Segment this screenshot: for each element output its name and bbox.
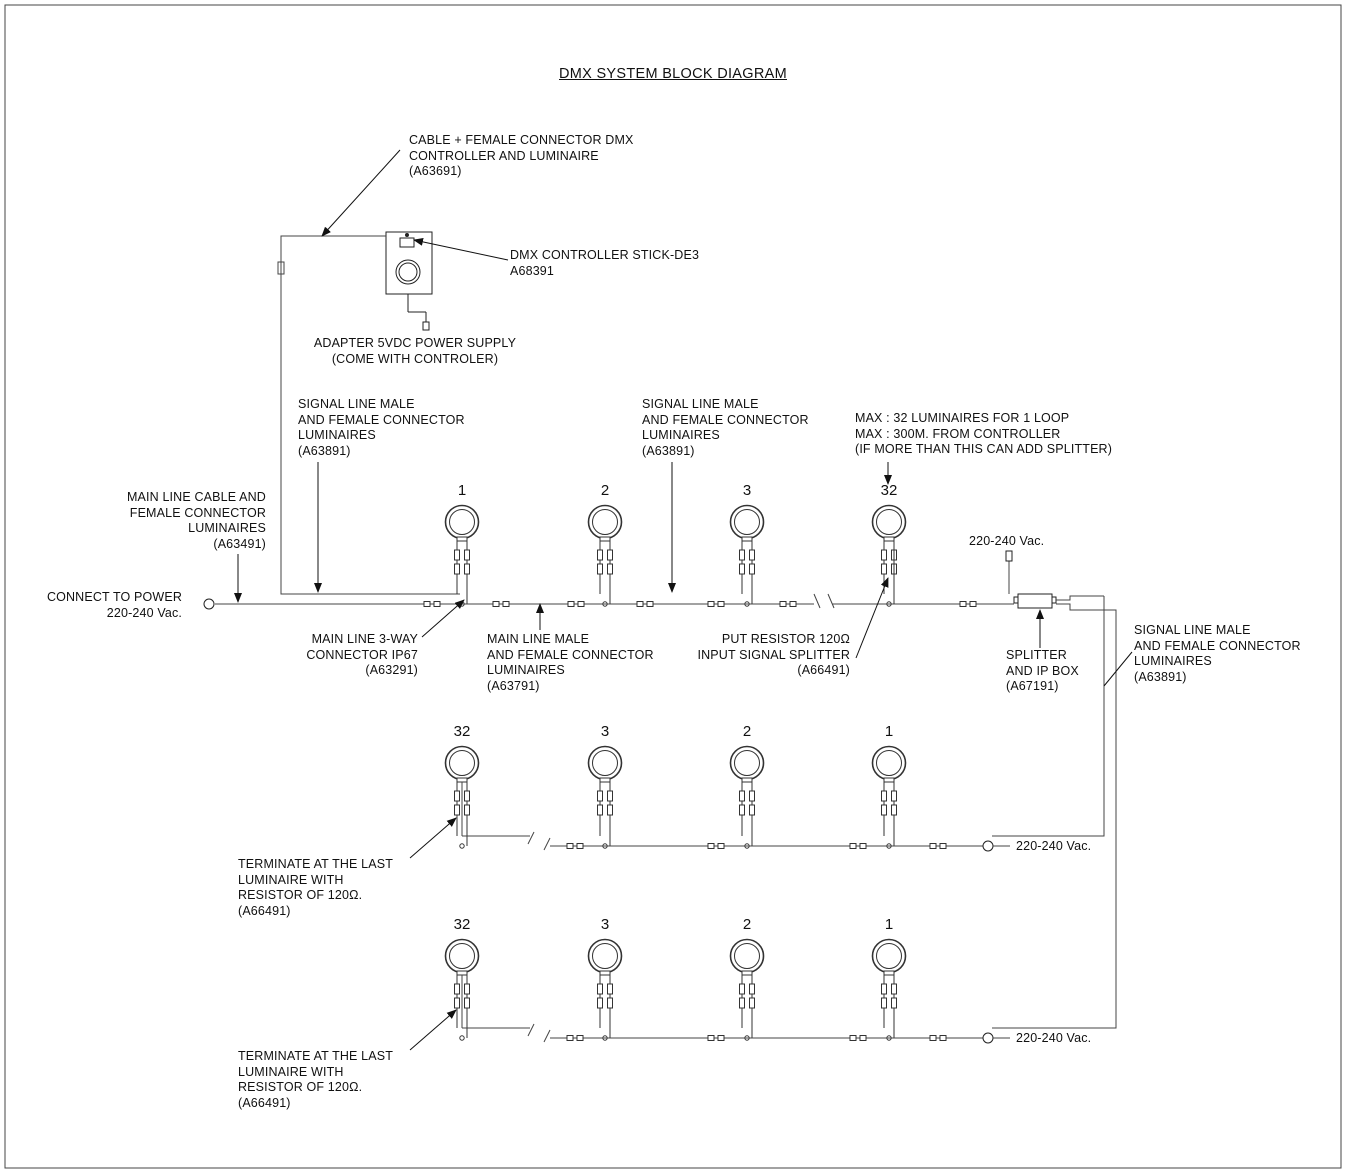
power-nodes: [203, 598, 1010, 1044]
luminaire: [587, 745, 623, 849]
leader-signal-3: [1103, 651, 1133, 687]
luminaire-row: [444, 938, 983, 1043]
luminaire: [444, 504, 480, 607]
controller-cable: [277, 235, 460, 595]
label-row2-power: 220-240 Vac.: [1016, 839, 1092, 853]
luminaire-number: 32: [453, 723, 471, 740]
luminaire: [729, 745, 765, 849]
luminaire: [587, 938, 623, 1041]
luminaire-number: 1: [457, 482, 467, 499]
sheet-border: [4, 4, 1342, 1169]
splitter-box: [1005, 550, 1104, 611]
luminaire: [871, 745, 907, 849]
luminaire-number: 3: [600, 916, 610, 933]
luminaire-number: 2: [742, 916, 752, 933]
label-row3-power: 220-240 Vac.: [1016, 1031, 1092, 1045]
leader-three-way: [421, 599, 465, 638]
luminaire: [729, 938, 765, 1041]
diagram-title: DMX SYSTEM BLOCK DIAGRAM: [559, 66, 787, 82]
label-splitter-power: 220-240 Vac.: [969, 534, 1045, 548]
luminaire: [729, 504, 765, 607]
luminaire-number: 1: [884, 916, 894, 933]
luminaire-number: 32: [880, 482, 898, 499]
luminaire: [871, 938, 907, 1041]
leader-controller: [413, 237, 509, 261]
luminaire-number: 2: [742, 723, 752, 740]
label-adapter: ADAPTER 5VDC POWER SUPPLY(COME WITH CONT…: [313, 336, 517, 366]
leader-terminate-1: [409, 817, 457, 859]
leader-resistor: [855, 577, 889, 659]
luminaire-number: 32: [453, 916, 471, 933]
dmx-controller: [385, 231, 433, 331]
luminaire: [587, 504, 623, 607]
return-signal-line: [992, 596, 1117, 1029]
luminaire-row: [444, 745, 983, 851]
leader-cable-female: [321, 149, 401, 237]
luminaire-number: 3: [742, 482, 752, 499]
luminaire-number: 1: [884, 723, 894, 740]
leader-terminate-2: [409, 1009, 457, 1051]
luminaire-number: 2: [600, 482, 610, 499]
luminaire: [871, 504, 907, 607]
luminaire: [444, 745, 480, 849]
luminaire-row: [281, 504, 1014, 609]
luminaire-number: 3: [600, 723, 610, 740]
